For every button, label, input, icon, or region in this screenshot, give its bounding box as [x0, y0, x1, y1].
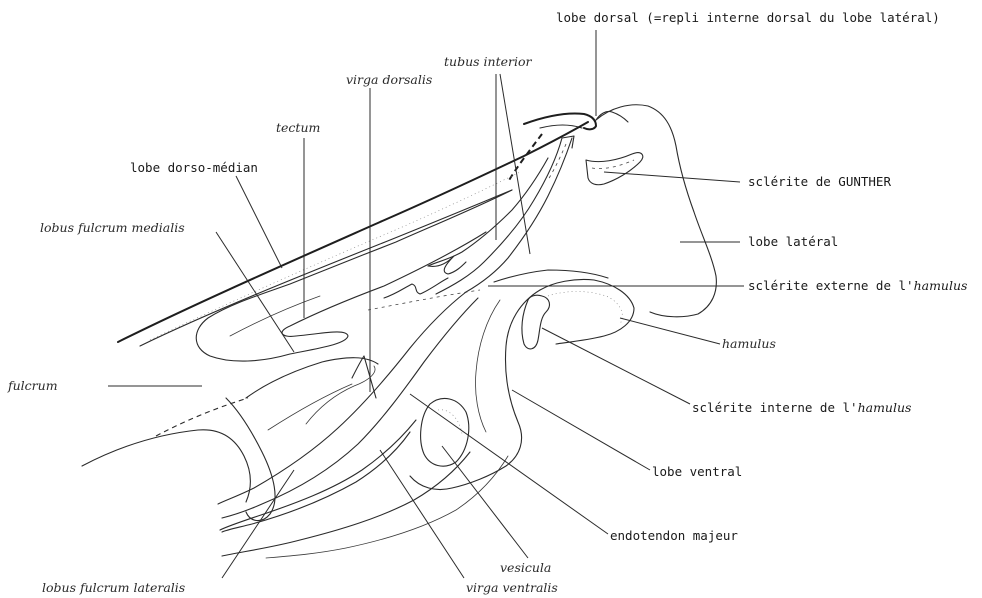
leader-virga-ventralis: [380, 450, 464, 578]
label-endotendon-majeur: endotendon majeur: [610, 528, 738, 543]
leader-vesicula: [442, 446, 528, 558]
label-sclerite-externe: sclérite externe de l'hamulus: [748, 278, 967, 293]
leader-sclerite-gunther: [604, 172, 740, 182]
label-vesicula: vesicula: [500, 560, 551, 575]
label-tectum: tectum: [276, 120, 320, 135]
label-lobus-fulcrum-medialis: lobus fulcrum medialis: [40, 220, 185, 235]
tectum-upper-edge: [118, 122, 588, 342]
lobe-ventral-outline: [410, 290, 540, 490]
vesicula-shape: [421, 398, 469, 466]
endotendon-upper: [218, 292, 466, 504]
label-sclerite-interne-prefix: sclérite interne de l': [692, 400, 858, 415]
leader-lobus-fulcrum-medialis: [216, 232, 294, 352]
label-sclerite-interne-term: hamulus: [858, 400, 912, 415]
leader-hamulus: [620, 318, 720, 344]
lobe-dorsal-shape: [524, 113, 596, 129]
label-lobe-dorsal: lobe dorsal (=repli interne dorsal du lo…: [556, 10, 940, 25]
label-fulcrum: fulcrum: [7, 378, 58, 393]
leader-sclerite-interne: [542, 328, 690, 404]
sclerite-interne-shape: [522, 295, 550, 349]
label-sclerite-externe-term: hamulus: [914, 278, 968, 293]
tubus-interior-wall: [428, 158, 548, 266]
label-hamulus: hamulus: [722, 336, 776, 351]
label-tubus-interior: tubus interior: [444, 54, 532, 69]
sclerite-externe-dash: [368, 290, 480, 310]
virga-dorsalis-tip: [352, 356, 376, 398]
leader-lobe-ventral: [512, 390, 650, 470]
lobus-fulcrum-medialis-shape: [196, 190, 512, 361]
lobus-fulcrum-lateralis-body: [246, 358, 378, 398]
leader-endotendon-majeur: [410, 394, 608, 534]
label-virga-ventralis: virga ventralis: [466, 580, 558, 595]
label-sclerite-gunther: sclérite de GUNTHER: [748, 174, 891, 189]
labels: lobe dorsal (=repli interne dorsal du lo…: [7, 10, 967, 595]
leader-lobe-dorso-median: [236, 176, 282, 268]
lobus-fulcrum-lateralis-outer: [306, 366, 375, 424]
virga-ventralis-outer: [222, 452, 470, 556]
hamulus-stipple: [548, 292, 622, 325]
label-lobus-fulcrum-lateralis: lobus fulcrum lateralis: [42, 580, 185, 595]
lobus-fulcrum-lateralis-inner: [268, 384, 352, 430]
sclerite-gunther-shape: [586, 153, 643, 185]
leader-lines: [108, 30, 744, 578]
tectum-lower-edge: [140, 190, 512, 346]
tectum-stipple: [150, 172, 520, 340]
lobe-lateral-outline: [596, 105, 716, 317]
fulcrum-lower-edge: [82, 430, 250, 502]
label-virga-dorsalis: virga dorsalis: [346, 72, 432, 87]
label-sclerite-externe-prefix: sclérite externe de l': [748, 278, 914, 293]
lobe-ventral-inner: [475, 300, 500, 432]
lobus-fulcrum-medialis-inner: [230, 296, 320, 336]
virga-dorsalis-outer: [466, 138, 572, 292]
label-lobe-ventral: lobe ventral: [652, 464, 742, 479]
label-sclerite-interne: sclérite interne de l'hamulus: [692, 400, 911, 415]
label-lobe-dorso-median: lobe dorso-médian: [130, 160, 258, 175]
lobe-dorsal-dashes: [508, 134, 542, 182]
label-lobe-lateral: lobe latéral: [748, 234, 838, 249]
lobe-dorsal-inner: [540, 125, 582, 128]
